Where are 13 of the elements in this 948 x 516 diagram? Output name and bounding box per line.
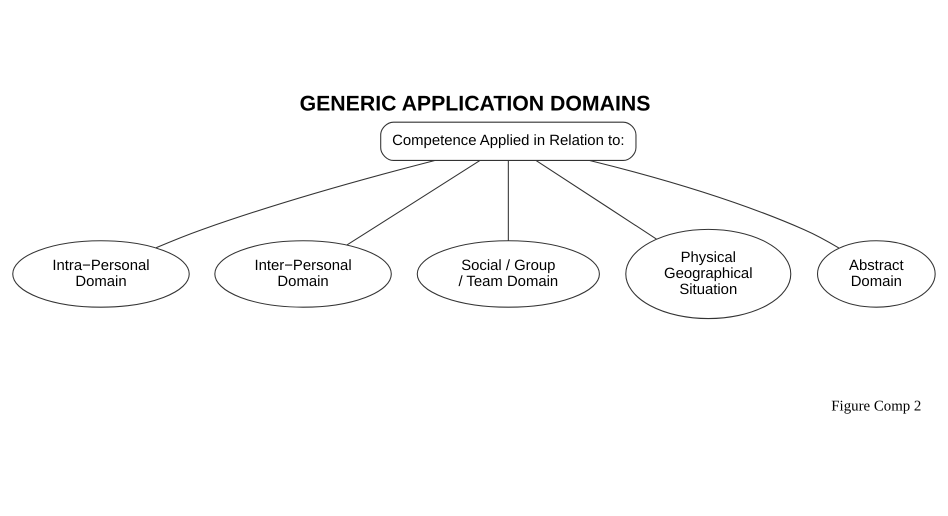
node-ellipse: Physical Geographical Situation	[625, 228, 792, 320]
connector	[508, 160, 509, 241]
node-ellipse: Social / Group / Team Domain	[416, 240, 600, 308]
node-ellipse: Abstract Domain	[816, 240, 936, 308]
connector	[156, 160, 435, 248]
node-ellipse: Intra−Personal Domain	[12, 240, 190, 308]
node-ellipse: Inter−Personal Domain	[214, 240, 392, 308]
diagram-title: GENERIC APPLICATION DOMAINS	[300, 91, 650, 116]
node-box: Competence Applied in Relation to:	[380, 122, 636, 161]
connector	[590, 160, 840, 249]
connector	[346, 160, 480, 246]
connector	[536, 160, 657, 240]
label: Figure Comp 2	[831, 398, 922, 415]
